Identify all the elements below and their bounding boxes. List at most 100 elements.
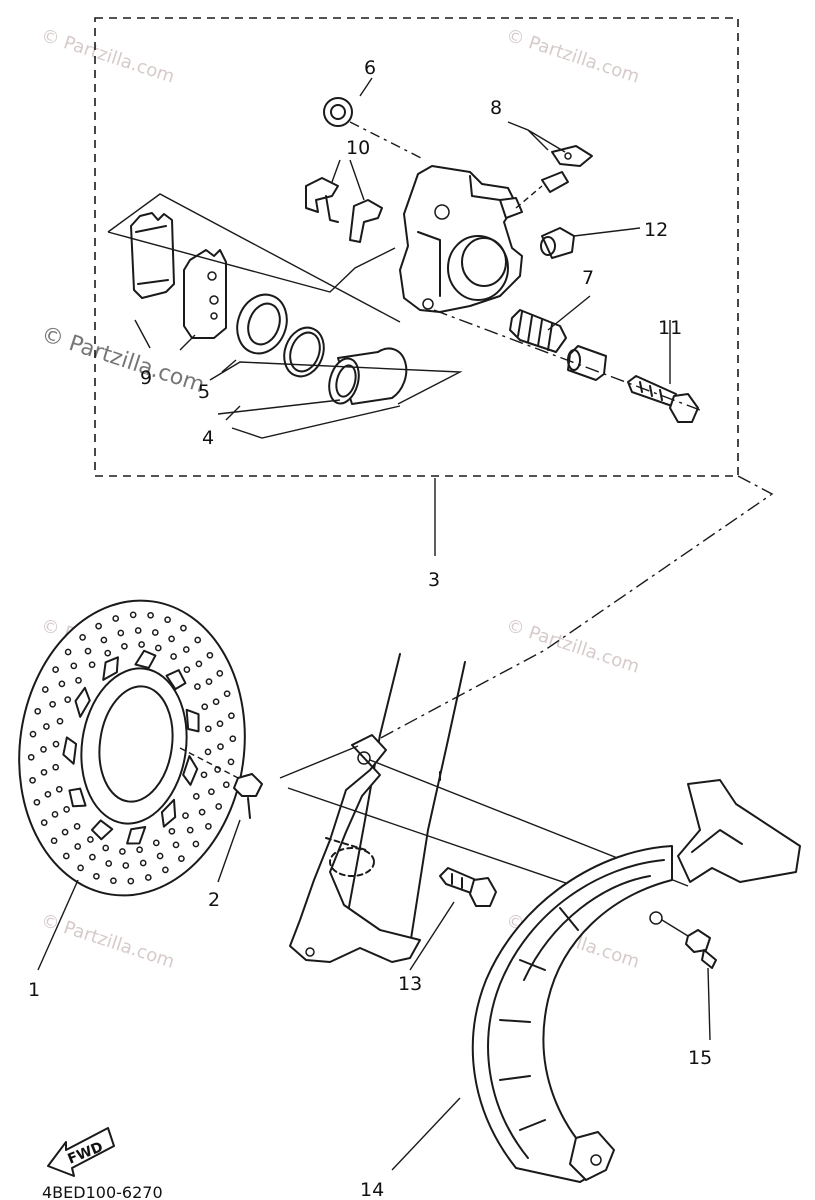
disc-hole	[95, 622, 102, 630]
callout-15: 15	[688, 1047, 712, 1069]
disc-hole	[134, 627, 142, 634]
disc-hole	[168, 635, 175, 643]
disc-hole	[87, 836, 94, 843]
disc-hole	[129, 611, 137, 619]
disc-hole	[228, 712, 235, 720]
pad-spring-clip	[305, 177, 339, 213]
disc-hole	[212, 698, 220, 706]
brake-pad-inner	[183, 249, 227, 339]
disc-hole	[74, 843, 82, 850]
callout-6: 6	[364, 57, 376, 79]
disc-hole	[64, 648, 72, 656]
diagram-code: 4BED100-6270	[42, 1183, 163, 1200]
disc-hole	[112, 615, 120, 622]
watermark: © Partzilla.com	[38, 910, 177, 973]
disc-hole	[52, 666, 59, 673]
disc-hole	[73, 823, 81, 830]
disc-hole	[186, 826, 194, 834]
disc-slot	[68, 787, 87, 808]
disc-hole	[182, 812, 189, 819]
disc-hole	[64, 696, 72, 703]
disc-slot	[134, 649, 157, 669]
disc-vent-holes	[27, 611, 237, 885]
disc-hole	[144, 874, 152, 881]
disc-hole	[205, 823, 212, 830]
disc-slot	[165, 669, 187, 691]
disc-hole	[34, 707, 42, 715]
disc-hole	[136, 846, 143, 854]
disc-hole	[104, 649, 112, 657]
disc-hole	[79, 634, 86, 641]
disc-hole	[201, 703, 209, 711]
disc-hole	[182, 646, 190, 653]
disc-hole	[195, 660, 203, 668]
disc-hole	[222, 781, 230, 789]
disc-hole	[138, 641, 145, 648]
forward-direction-indicator: FWD	[47, 1127, 115, 1177]
brake-pad-outer	[130, 212, 175, 299]
disc-hole	[119, 848, 126, 855]
callout-12: 12	[644, 219, 668, 241]
disc-hole	[215, 803, 223, 810]
disc-hole	[192, 793, 200, 800]
disc-hole	[105, 860, 113, 867]
disc-hole	[51, 811, 59, 818]
rubber-boot	[509, 309, 567, 353]
disc-slots	[62, 649, 200, 845]
disc-hole	[43, 723, 50, 730]
disc-hole	[44, 790, 52, 798]
callout-14: 14	[360, 1179, 384, 1200]
disc-hole	[63, 806, 70, 813]
caliper-assembly	[107, 97, 701, 439]
callout-leaders	[37, 77, 711, 1171]
disc-hole	[52, 740, 60, 748]
callout-8: 8	[490, 97, 502, 119]
disc-hole	[50, 837, 58, 845]
disc-hole	[61, 828, 69, 836]
disc-hole	[121, 642, 128, 650]
disc-hole	[29, 776, 36, 784]
callout-11: 11	[658, 317, 682, 339]
disc-slot	[90, 819, 114, 841]
disc-hole	[139, 859, 147, 867]
disc-slot	[126, 826, 147, 845]
disc-hole	[55, 785, 63, 793]
callout-labels: 1 2 3 4 5 6 7 8 9 10 11 12 13 14 15	[28, 57, 712, 1200]
callout-5: 5	[198, 381, 210, 403]
disc-hole	[88, 661, 96, 669]
disc-hole	[180, 624, 187, 632]
disc-bolt	[233, 773, 263, 797]
disc-hole	[49, 700, 56, 708]
callout-7: 7	[582, 267, 594, 289]
disc-hole	[200, 771, 208, 779]
pad-spring-clip	[349, 199, 383, 243]
disc-hole	[172, 841, 180, 849]
watermark: © Partzilla.com	[38, 25, 177, 88]
disc-hole	[93, 872, 100, 880]
watermark: © Partzilla.com	[38, 322, 207, 398]
disc-hole	[217, 743, 224, 750]
disc-hole	[154, 644, 162, 652]
disc-slot	[182, 755, 199, 786]
disc-hole	[183, 666, 191, 673]
disc-hole	[127, 877, 135, 885]
disc-cover	[471, 779, 801, 1183]
caliper-assembly-frame	[94, 17, 739, 477]
disc-hole	[223, 690, 231, 698]
disc-hole	[33, 798, 41, 806]
callout-13: 13	[398, 973, 422, 995]
disc-slot	[62, 736, 78, 765]
callout-2: 2	[208, 889, 220, 911]
disc-hole	[205, 678, 213, 685]
disc-slot	[74, 686, 91, 718]
disc-hole	[40, 746, 47, 753]
disc-hole	[229, 735, 237, 743]
disc-hole	[156, 852, 164, 860]
fork-leg	[289, 653, 466, 963]
caliper-body	[399, 165, 523, 313]
disc-hole	[204, 725, 212, 733]
disc-hole	[40, 819, 48, 826]
disc-hole	[77, 864, 84, 872]
disc-hole	[204, 748, 212, 756]
